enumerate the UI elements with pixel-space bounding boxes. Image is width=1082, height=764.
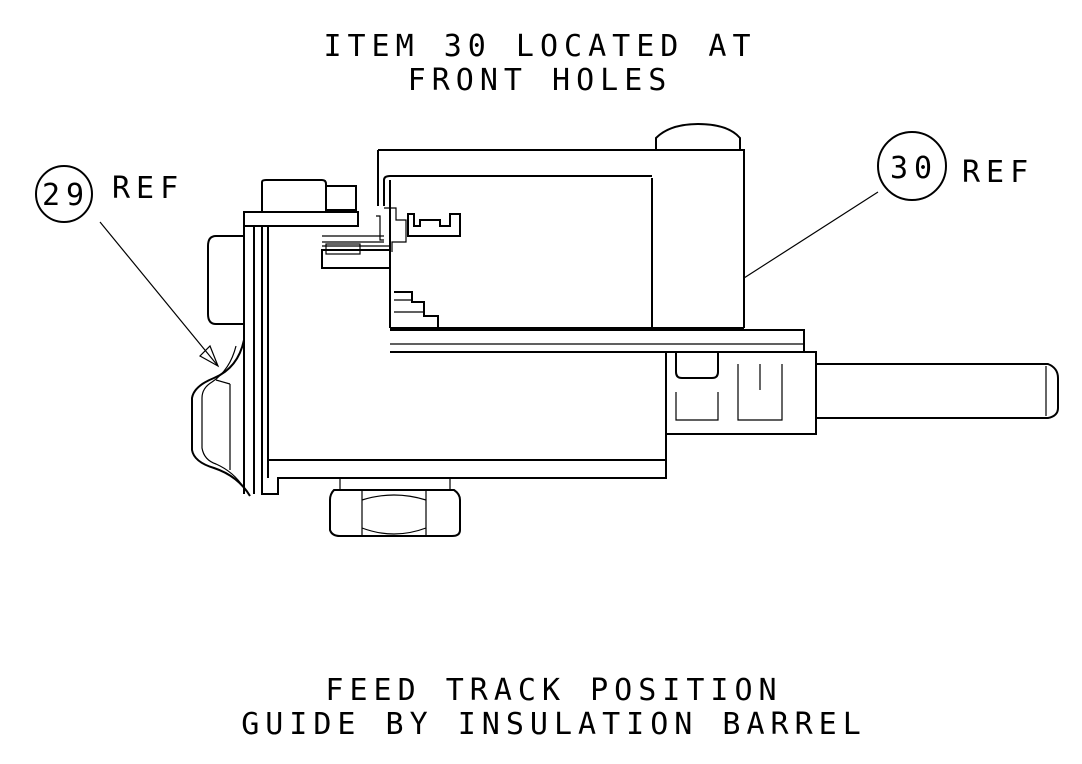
feed-track-assembly bbox=[191, 122, 1059, 537]
balloon-30: 30 REF bbox=[743, 131, 1034, 279]
balloon-30-number: 30 bbox=[890, 151, 938, 186]
balloon-29: 29 REF bbox=[35, 165, 220, 368]
bottom-note-line1: FEED TRACK POSITION bbox=[325, 673, 782, 708]
balloon-30-ref: REF bbox=[962, 155, 1034, 190]
balloon-29-number: 29 bbox=[42, 178, 90, 213]
leader-arrow-29 bbox=[199, 344, 220, 368]
top-note-line2: FRONT HOLES bbox=[408, 63, 673, 98]
balloon-29-ref: REF bbox=[112, 171, 184, 206]
bottom-note-line2: GUIDE BY INSULATION BARREL bbox=[241, 707, 867, 742]
top-note-line1: ITEM 30 LOCATED AT bbox=[323, 29, 756, 64]
